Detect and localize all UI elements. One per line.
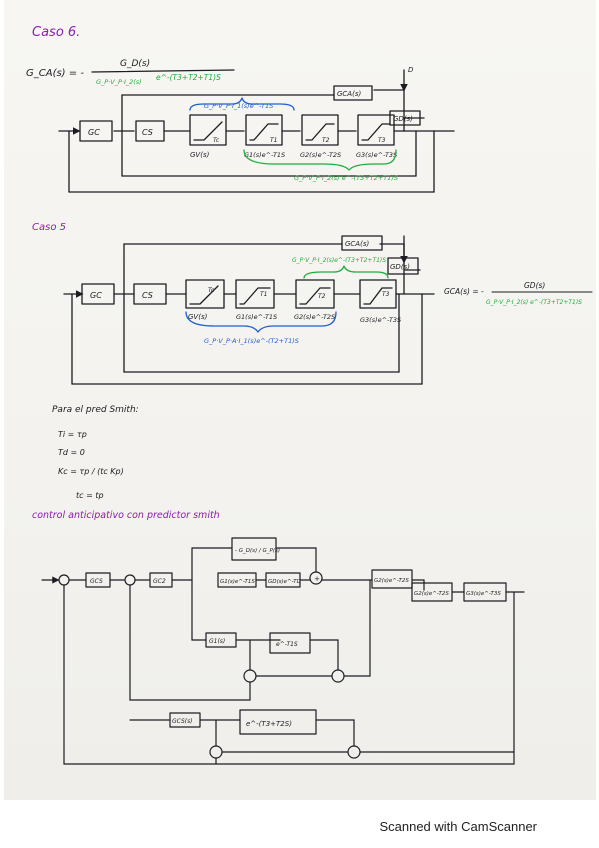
caso6-tc-label: Tc [213, 137, 220, 144]
anticipative-block: control anticipativo con predictor smith [32, 510, 525, 765]
caso6-cs-box: CS [142, 128, 153, 137]
anticipative-gc2: GC2 [153, 578, 166, 585]
anticipative-delay2: e^-(T3+T2S) [246, 720, 292, 728]
caso6-green-label: G_P·V_P·I_2(s) e^-(T3+T2+T1)S [294, 174, 398, 182]
anticipative-delay1: e^-T1S [276, 641, 298, 648]
caso5-blue-label: G_P·V_P·A·I_1(s)e^-(T2+T1)S [204, 337, 299, 345]
caso5-g3: G3(s)e^-T3S [360, 316, 401, 324]
caso6-blue-label: G_P·V_P·I_1(s)e^-T1S [204, 102, 273, 110]
caso5-g1: G1(s)e^-T1S [236, 313, 277, 321]
smith-ti: Ti = τp [58, 430, 87, 439]
caso5-eq-den: G_P·V_P·I_2(s) e^-(T3+T2+T1)S [486, 299, 582, 306]
caso6-t2-label: T2 [322, 137, 330, 144]
caso5-t3-label: T3 [382, 291, 390, 298]
caso6-gv: GV(s) [190, 151, 210, 159]
handwritten-diagrams: Caso 6. G_CA(s) = - G_D(s) G_P·V_P·I_2(s… [26, 25, 593, 765]
anticipative-gcs-box: GCS(s) [172, 718, 193, 725]
caso5-cs-box: CS [142, 291, 153, 300]
svg-text:+: + [314, 575, 320, 583]
smith-td: Td = 0 [58, 448, 85, 457]
anticipative-ff-box: - G_D(s) / G_P(s) [235, 548, 280, 554]
caso5-tc-label: Tc [208, 287, 215, 294]
caso6-g3: G3(s)e^-T3S [356, 151, 397, 159]
caso5-t1-label: T1 [260, 291, 267, 298]
anticipative-g3-box: G3(s)e^-T3S [466, 591, 501, 597]
caso6-g1: G1(s)e^-T1S [244, 151, 285, 159]
paper-sheet: Caso 6. G_CA(s) = - G_D(s) G_P·V_P·I_2(s… [4, 0, 596, 800]
caso5-green-label: G_P·V_P·I_2(s)e^-(T3+T2+T1)S [292, 257, 386, 264]
caso6-t3-label: T3 [378, 137, 386, 144]
caso5-t2-label: T2 [318, 293, 326, 300]
caso6-gca-box: GCA(s) [337, 90, 361, 98]
anticipative-heading: control anticipativo con predictor smith [32, 510, 220, 521]
caso5-gv: GV(s) [188, 313, 208, 321]
caso6-gd-box: GD(s) [393, 115, 413, 123]
caso5-block: Caso 5 [32, 222, 593, 385]
anticipative-gd-e: GD(s)e^-TD [268, 579, 301, 585]
anticipative-gcs: GCS [90, 578, 103, 585]
caso6-disturb: D [408, 66, 414, 74]
caso6-eq-den-e: e^-(T3+T2+T1)S [156, 73, 221, 82]
caso5-heading: Caso 5 [32, 222, 66, 233]
caso6-heading: Caso 6. [32, 25, 80, 40]
caso5-g2: G2(s)e^-T2S [294, 313, 335, 321]
caso5-eq-lhs: GCA(s) = - [444, 287, 484, 296]
anticipative-gp-e: G1(s)e^-T1S [220, 579, 255, 585]
anticipative-g1-box: G1(s) [209, 638, 225, 645]
caso6-g2: G2(s)e^-T2S [300, 151, 341, 159]
caso6-eq-den-g: G_P·V_P·I_2(s) [96, 78, 142, 86]
smith-params-block: Para el pred Smith: Ti = τp Td = 0 Kc = … [52, 405, 139, 500]
caso5-eq-num: GD(s) [524, 281, 545, 290]
smith-kc: Kc = τp / (tc Kp) [58, 467, 124, 476]
caso6-eq-lhs: G_CA(s) = - [26, 68, 84, 79]
caso6-t1-label: T1 [270, 137, 277, 144]
smith-tc: tc = tp [76, 491, 104, 500]
scanner-footer: Scanned with CamScanner [379, 819, 537, 834]
caso5-gd-box: GD(s) [390, 263, 410, 271]
caso5-gca-box: GCA(s) [345, 240, 369, 248]
caso6-eq-num: G_D(s) [120, 59, 150, 69]
caso6-block: Caso 6. G_CA(s) = - G_D(s) G_P·V_P·I_2(s… [26, 25, 455, 193]
smith-heading: Para el pred Smith: [52, 405, 139, 415]
caso5-gc-box: GC [90, 291, 102, 300]
caso6-gc-box: GC [88, 128, 100, 137]
anticipative-g2-e: G2(s)e^-T2S [374, 578, 409, 584]
anticipative-g2-box: G2(s)e^-T2S [414, 591, 449, 597]
